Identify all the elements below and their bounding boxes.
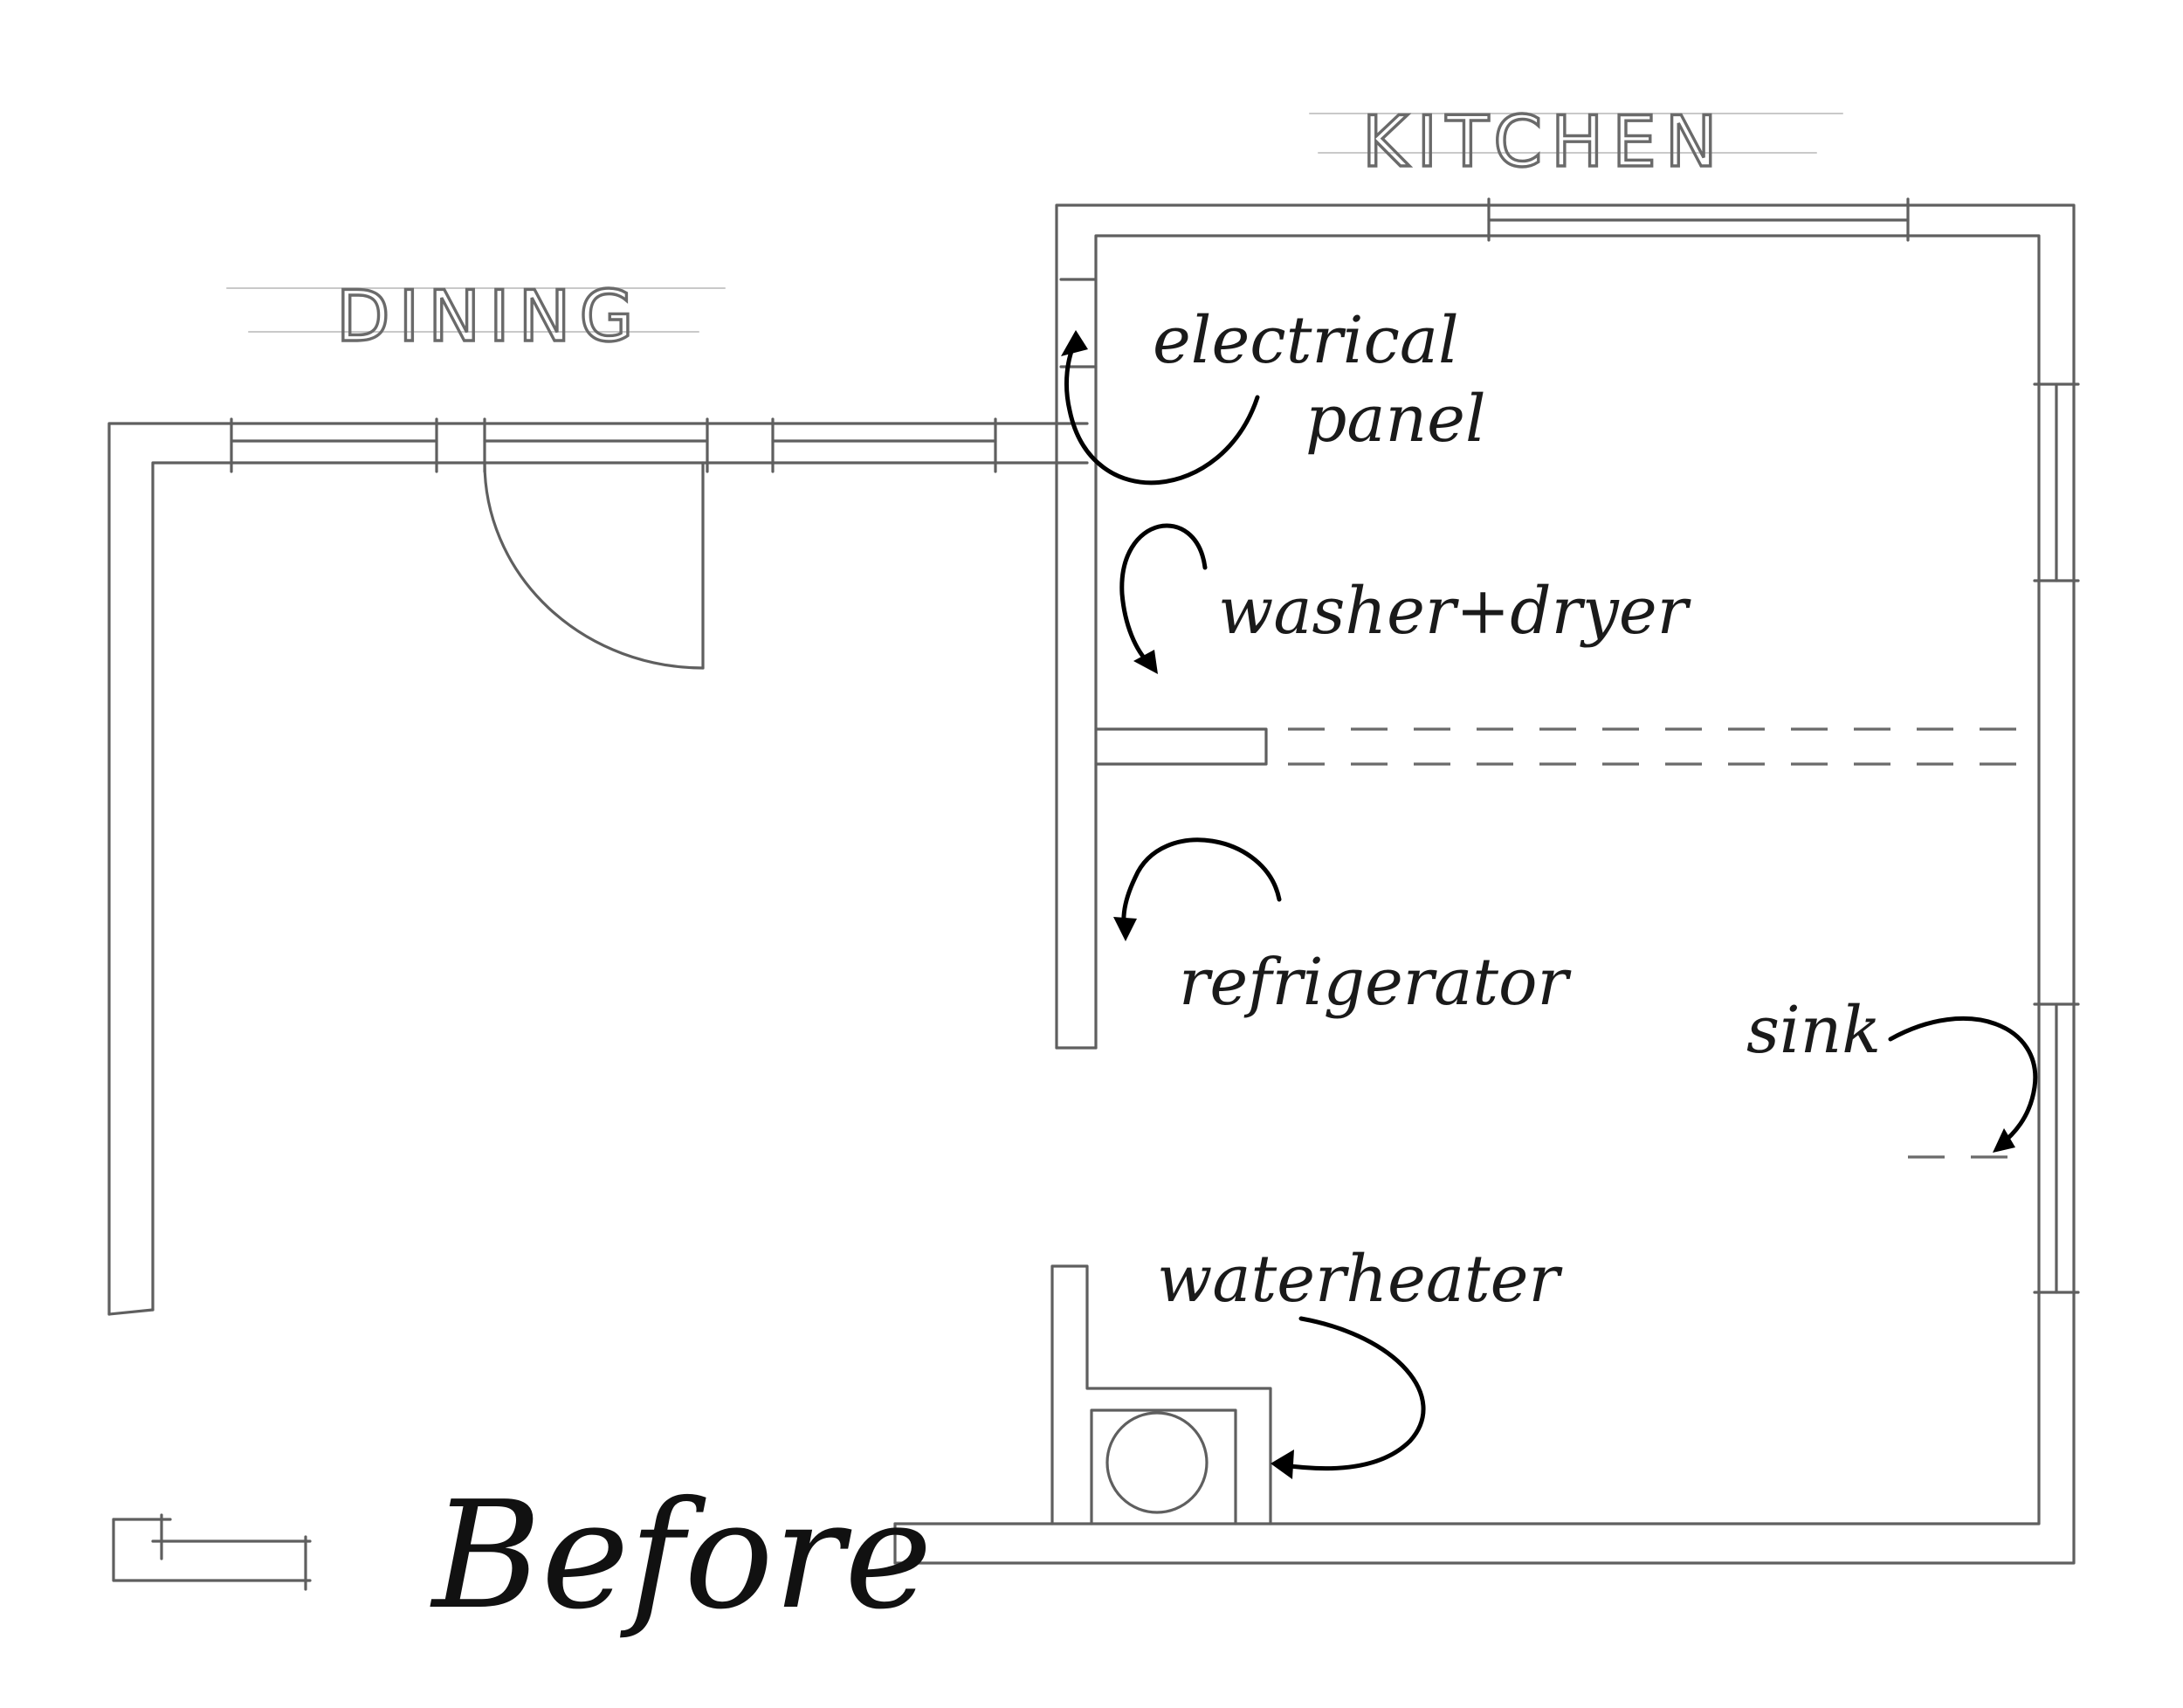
electrical-panel-note: electrical <box>1153 303 1459 378</box>
waterheater-arrow <box>1271 1316 1426 1479</box>
electrical-panel-note-line2: panel <box>1305 382 1486 457</box>
before-title: Before <box>430 1470 933 1643</box>
refrigerator-arrow <box>1113 837 1282 941</box>
scale-mark <box>112 1513 312 1591</box>
electrical-panel-arrow <box>1061 330 1260 486</box>
washer-dryer-note: washer+dryer <box>1218 574 1692 649</box>
waterheater-tank-icon <box>1105 1411 1209 1514</box>
washer-dryer-arrow <box>1119 523 1208 674</box>
door-swing <box>483 461 705 670</box>
kitchen-walls <box>893 197 2080 1565</box>
waterheater-note: waterheater <box>1157 1242 1563 1317</box>
dining-walls <box>107 417 1089 1316</box>
kitchen-label: KITCHEN <box>1362 101 1726 183</box>
sink-arrow <box>1888 1016 2038 1153</box>
waterheater-closet <box>1050 1264 1272 1525</box>
refrigerator-note: refrigerator <box>1179 945 1573 1020</box>
label-guides <box>226 113 1843 333</box>
counter-dashed-lines <box>1288 727 2039 1159</box>
dining-label: DINING <box>336 276 642 357</box>
sink-note: sink <box>1746 993 1881 1068</box>
